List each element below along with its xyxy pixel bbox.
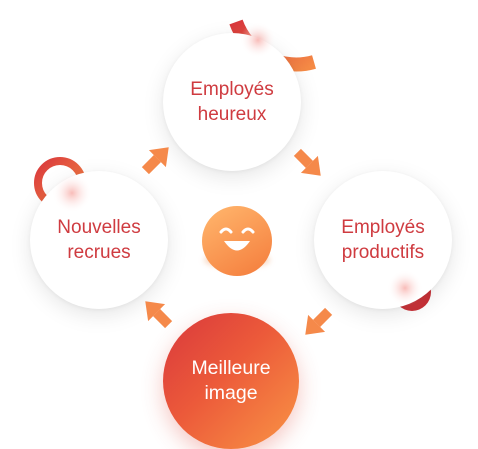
arrow-bottom-to-left	[145, 301, 173, 329]
node-label: Employés heureux	[180, 77, 283, 127]
label-line-2: recrues	[67, 242, 131, 263]
label-line-1: Nouvelles	[57, 217, 141, 238]
arrow-top-to-right	[293, 148, 321, 176]
smiley-face-icon	[202, 206, 272, 276]
arrow-right-to-bottom	[305, 307, 333, 335]
node-better-image: Meilleure image	[163, 313, 299, 449]
node-label: Nouvelles recrues	[47, 215, 150, 265]
glow-left	[52, 173, 92, 213]
node-productive-employees: Employés productifs	[314, 171, 452, 309]
node-happy-employees: Employés heureux	[163, 33, 301, 171]
glow-right	[387, 270, 423, 306]
label-line-2: productifs	[341, 242, 425, 263]
node-label: Employés productifs	[331, 215, 434, 265]
label-line-2: image	[204, 382, 258, 404]
label-line-2: heureux	[197, 104, 267, 125]
label-line-1: Meilleure	[191, 357, 271, 379]
node-label: Meilleure image	[181, 356, 280, 406]
label-line-1: Employés	[341, 217, 425, 238]
arrow-left-to-top	[141, 147, 169, 175]
glow-top-right	[240, 22, 276, 58]
label-line-1: Employés	[190, 79, 274, 100]
